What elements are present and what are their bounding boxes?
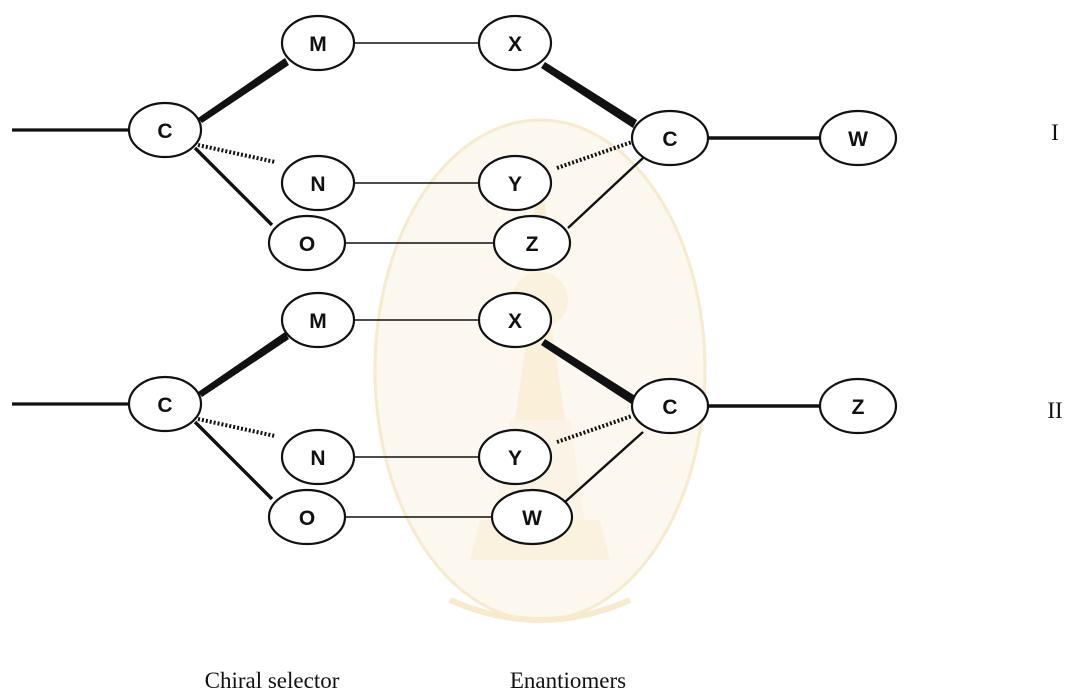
row-label: I — [1051, 120, 1059, 145]
node-y: Y — [477, 428, 553, 486]
row-1: C M N O X Y Z C — [12, 14, 1059, 272]
node-tail: W — [818, 109, 898, 167]
node-x: X — [477, 14, 553, 72]
svg-text:C: C — [157, 120, 172, 143]
wedge-bond-c-m — [198, 58, 289, 123]
svg-text:W: W — [522, 507, 542, 530]
row-label: II — [1047, 398, 1062, 423]
hashed-bond-y-c — [556, 140, 633, 170]
row-2: C M N O X Y W C — [12, 291, 1063, 546]
svg-text:C: C — [157, 394, 172, 417]
wedge-bond-x-c — [541, 62, 637, 128]
caption-enantiomers: Enantiomers — [510, 668, 626, 693]
svg-text:C: C — [662, 128, 677, 151]
bond-c-o — [193, 420, 274, 501]
svg-text:Z: Z — [526, 233, 539, 256]
svg-text:N: N — [310, 447, 325, 470]
svg-text:Y: Y — [508, 173, 522, 196]
svg-text:Y: Y — [508, 447, 522, 470]
svg-text:M: M — [309, 33, 327, 56]
svg-text:X: X — [508, 33, 522, 56]
svg-text:Z: Z — [852, 396, 865, 419]
wedge-bond-c-m — [198, 332, 289, 397]
bond-c-o — [193, 146, 274, 227]
node-n: N — [280, 154, 356, 212]
node-x: X — [477, 291, 553, 349]
caption-chiral-selector: Chiral selector — [205, 668, 340, 693]
node-o: O — [267, 488, 347, 546]
node-o: O — [267, 214, 347, 272]
bond-w-c — [564, 431, 644, 503]
wedge-bond-x-c — [541, 339, 637, 405]
svg-text:W: W — [848, 128, 868, 151]
node-tail: Z — [818, 377, 898, 435]
bond-z-c — [567, 157, 644, 229]
node-c-left: C — [127, 101, 203, 159]
svg-text:N: N — [310, 173, 325, 196]
hashed-bond-y-c — [556, 414, 633, 444]
node-c-right: C — [630, 109, 710, 167]
svg-text:C: C — [662, 396, 677, 419]
node-m: M — [280, 14, 356, 72]
svg-text:X: X — [508, 310, 522, 333]
svg-text:M: M — [309, 310, 327, 333]
node-w: W — [490, 488, 574, 546]
node-m: M — [280, 291, 356, 349]
node-c-right: C — [630, 377, 710, 435]
hashed-bond-c-n — [197, 143, 276, 164]
node-y: Y — [477, 154, 553, 212]
node-n: N — [280, 428, 356, 486]
hashed-bond-c-n — [197, 417, 276, 438]
svg-text:O: O — [299, 507, 315, 530]
node-z: Z — [492, 214, 572, 272]
svg-text:O: O — [299, 233, 315, 256]
node-c-left: C — [127, 375, 203, 433]
